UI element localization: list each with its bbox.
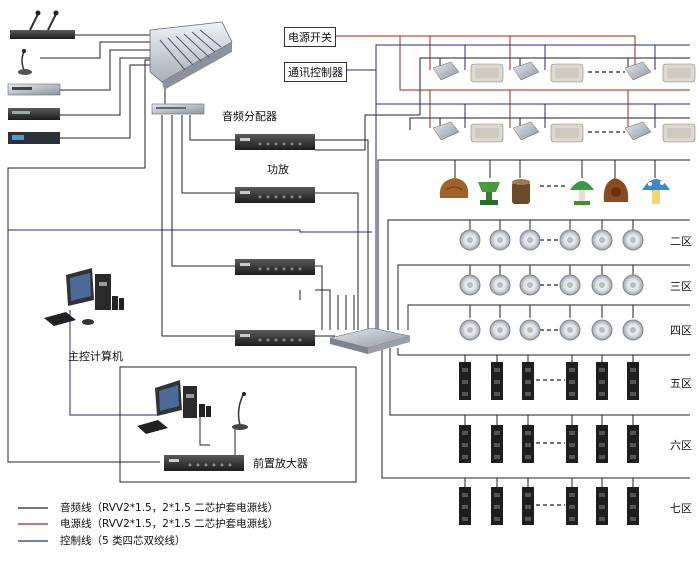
column-speakers-zone-5 <box>459 362 639 400</box>
zone-label-2: 二区 <box>670 235 692 248</box>
wall-speaker-row-1 <box>432 61 696 83</box>
gooseneck-mic <box>18 49 32 75</box>
mushroom-speaker-2-icon <box>642 179 670 204</box>
amplifier-4 <box>235 330 315 346</box>
rock-speaker-2-icon <box>603 178 629 202</box>
amplifier-1 <box>235 134 315 150</box>
power-switch-label: 电源开关 <box>284 27 336 47</box>
amplifier-2 <box>235 187 315 203</box>
cd-player <box>7 83 61 96</box>
column-speakers-zone-6 <box>459 425 639 463</box>
main-computer <box>44 268 124 326</box>
lawn-speaker-icon <box>478 182 500 205</box>
legend-control-line: 控制线（5 类四芯双绞线） <box>60 535 186 547</box>
mixer <box>149 21 233 90</box>
legend-swatches <box>18 507 48 542</box>
zone-router <box>329 327 411 354</box>
tuner <box>8 132 60 144</box>
legend-power-line: 电源线（RVV2*1.5，2*1.5 二芯护套电源线） <box>60 518 279 530</box>
ceiling-speakers-zone-2 <box>459 229 644 251</box>
ceiling-speakers-zone-3 <box>459 274 644 296</box>
dvd-player <box>8 108 60 120</box>
rock-speaker-icon <box>439 178 469 198</box>
legend-audio-line: 音频线（RVV2*1.5，2*1.5 二芯护套电源线） <box>60 502 279 514</box>
audio-wires <box>7 34 690 487</box>
mushroom-speaker-icon <box>570 181 594 205</box>
zone-label-6: 六区 <box>670 439 692 452</box>
control-wires <box>8 44 690 416</box>
garden-speaker-row <box>439 178 670 205</box>
zone-label-4: 四区 <box>670 324 692 337</box>
amplifier-label: 功放 <box>267 163 289 176</box>
sub-computer <box>137 380 211 434</box>
column-speakers-zone-7 <box>459 487 639 525</box>
zone-label-7: 七区 <box>670 502 692 515</box>
dashed-links <box>536 71 625 506</box>
main-computer-label: 主控计算机 <box>68 350 123 363</box>
preamplifier <box>164 455 244 471</box>
desk-mic <box>232 392 248 430</box>
audio-splitter <box>151 103 205 115</box>
column-speaker-grilles <box>462 368 636 521</box>
audio-splitter-label: 音频分配器 <box>222 110 277 123</box>
power-wires <box>336 35 690 128</box>
ceiling-speakers-zone-4 <box>459 319 644 341</box>
wireless-mic-receiver <box>10 10 75 39</box>
zone-label-3: 三区 <box>670 280 692 293</box>
comm-controller-label: 通讯控制器 <box>284 62 347 82</box>
amplifier-3 <box>235 259 315 275</box>
preamp-label: 前置放大器 <box>253 457 308 470</box>
stump-speaker-icon <box>512 179 530 204</box>
zone-label-5: 五区 <box>670 377 692 390</box>
wall-speaker-row-2 <box>432 121 696 143</box>
